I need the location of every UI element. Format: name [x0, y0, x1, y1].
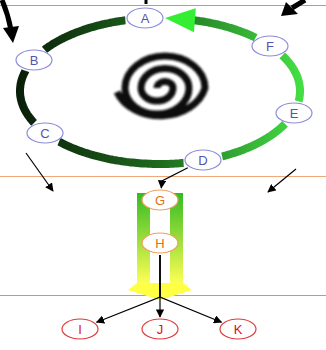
ring-node: B — [15, 49, 53, 71]
node-label: H — [141, 236, 179, 251]
connector-line — [20, 71, 34, 123]
node-label: B — [15, 53, 53, 68]
node-label: D — [184, 153, 222, 168]
input-arrow — [145, 0, 148, 4]
output-arrow — [268, 169, 296, 192]
ring-segment — [282, 56, 300, 102]
input-arrow-head — [3, 26, 19, 43]
node-label: G — [141, 193, 179, 208]
output-node: I — [61, 318, 99, 340]
node-ellipse — [220, 319, 256, 339]
connector-line — [222, 124, 285, 157]
input-arrow — [292, 0, 305, 8]
orange-rule — [0, 176, 326, 177]
node-ellipse — [62, 319, 98, 339]
node-label: A — [126, 11, 164, 26]
ring-segment — [165, 8, 256, 37]
ring-node: A — [126, 7, 164, 29]
node-label: K — [219, 322, 257, 337]
connector-line — [45, 20, 126, 50]
connector-line — [161, 168, 188, 188]
connector-line — [59, 142, 184, 164]
connector-line — [185, 20, 256, 38]
node-ellipse — [142, 190, 178, 210]
ring-node: E — [275, 102, 313, 124]
flow-arrow — [160, 255, 222, 322]
node-ellipse — [142, 233, 178, 253]
node-ellipse — [27, 123, 63, 143]
node-ellipse — [252, 36, 288, 56]
input-arrow-head — [281, 2, 298, 16]
ring-node: F — [251, 35, 289, 57]
node-ellipse — [142, 319, 178, 339]
node-label: I — [61, 322, 99, 337]
ring-node: D — [184, 149, 222, 171]
input-arrow — [2, 0, 11, 30]
flow-arrow — [161, 168, 188, 188]
node-ellipse — [185, 150, 221, 170]
output-node: K — [219, 318, 257, 340]
node-label: E — [275, 106, 313, 121]
tube-node: G — [141, 189, 179, 211]
flow-arrow — [97, 255, 160, 322]
connector-line — [282, 56, 300, 102]
ring-segment — [222, 124, 285, 157]
connector-line — [97, 255, 160, 322]
ring-node: C — [26, 122, 64, 144]
node-ellipse — [276, 103, 312, 123]
ring-segment — [59, 142, 184, 164]
spiral — [117, 56, 205, 116]
top-rule — [0, 5, 326, 6]
output-arrow — [26, 153, 53, 191]
node-label: F — [251, 39, 289, 54]
arrow-head — [165, 8, 196, 32]
node-label: J — [141, 322, 179, 337]
tube-node: H — [141, 232, 179, 254]
connector-line — [160, 255, 222, 322]
node-ellipse — [16, 50, 52, 70]
node-ellipse — [127, 8, 163, 28]
output-node: J — [141, 318, 179, 340]
node-label: C — [26, 126, 64, 141]
ring-segment — [45, 20, 126, 50]
ring-segment — [20, 71, 34, 123]
